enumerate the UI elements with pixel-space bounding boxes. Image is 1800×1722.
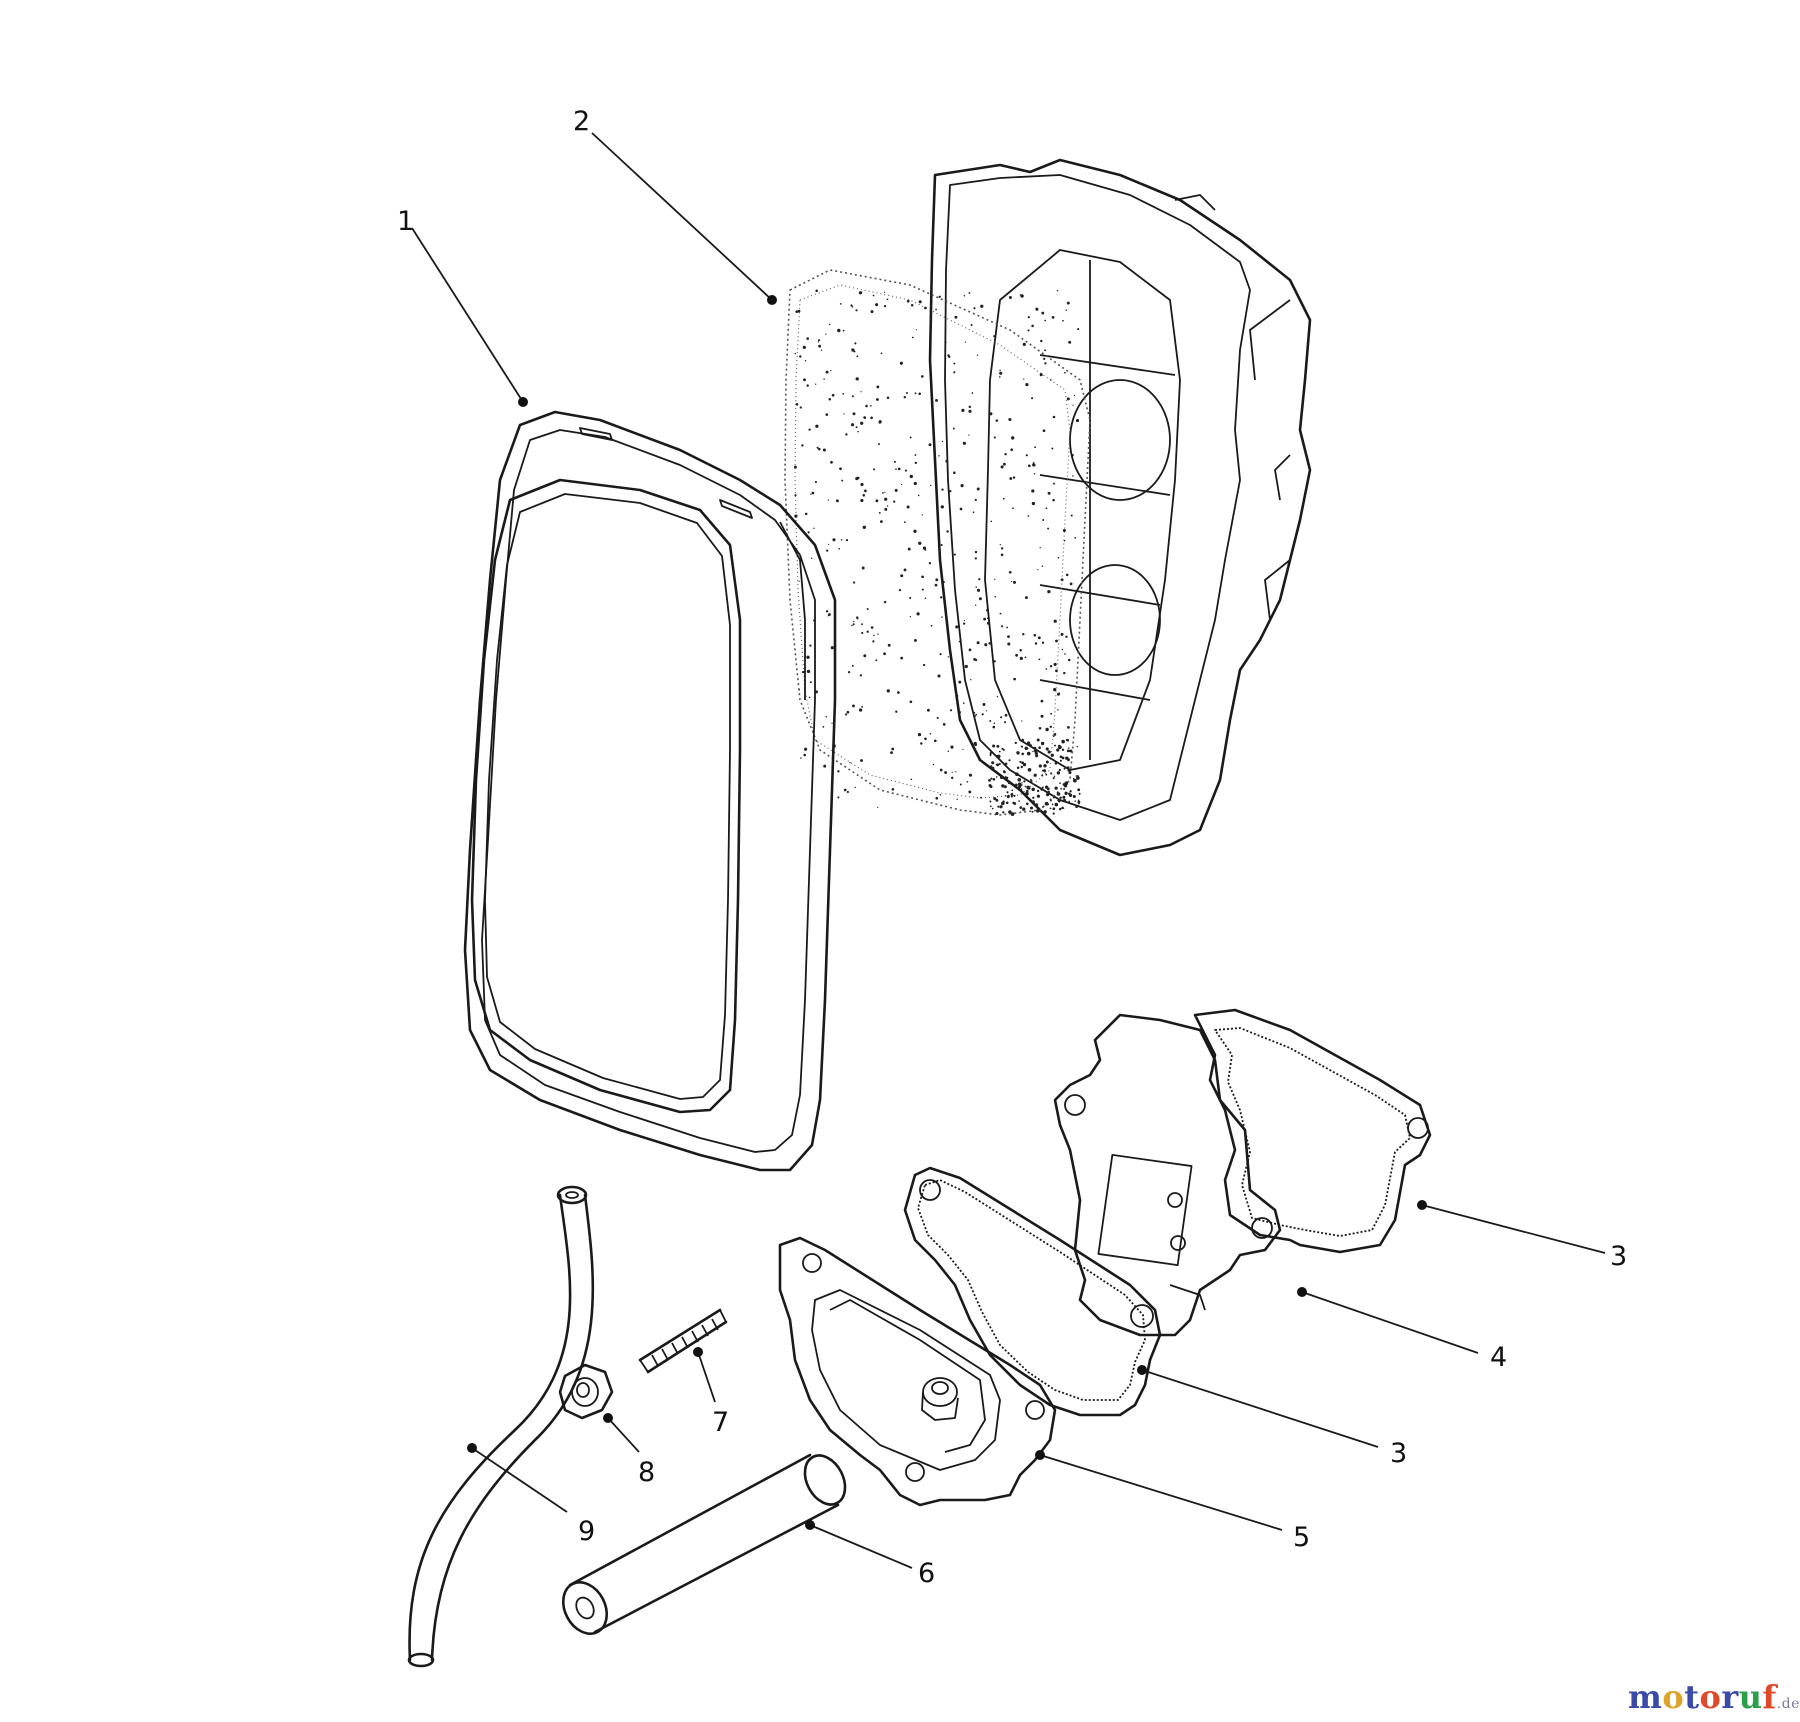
air-cleaner-cover (463, 410, 837, 1172)
nut (558, 1363, 614, 1420)
air-cleaner-base (928, 158, 1312, 857)
breather-tube (561, 1453, 847, 1635)
callout-8: 8 (638, 1457, 655, 1488)
breather-plate (1053, 1013, 1282, 1337)
watermark-suffix: .de (1776, 1696, 1800, 1712)
leader-lines (411, 132, 1606, 1569)
callout-3-lower: 3 (1390, 1438, 1407, 1469)
foam-filter-element (784, 269, 1091, 816)
stud (638, 1308, 728, 1374)
gasket-rear (1193, 1008, 1432, 1254)
gasket-front (903, 1166, 1162, 1417)
callout-7: 7 (712, 1407, 729, 1438)
callout-6: 6 (918, 1558, 935, 1589)
callout-9: 9 (578, 1516, 595, 1547)
breather-cover (778, 1236, 1057, 1507)
callout-5: 5 (1293, 1522, 1310, 1553)
callout-numbers: 1 2 3 4 3 5 6 7 8 9 (397, 106, 1627, 1589)
motoruf-watermark-logo: motoruf.de (1628, 1678, 1800, 1716)
hose (407, 1185, 595, 1668)
callout-2: 2 (573, 106, 590, 137)
callout-4: 4 (1490, 1342, 1507, 1373)
watermark-text: motoruf (1628, 1678, 1777, 1716)
foam-texture (793, 289, 1081, 816)
callout-3-upper: 3 (1610, 1241, 1627, 1272)
callout-1: 1 (397, 206, 414, 237)
